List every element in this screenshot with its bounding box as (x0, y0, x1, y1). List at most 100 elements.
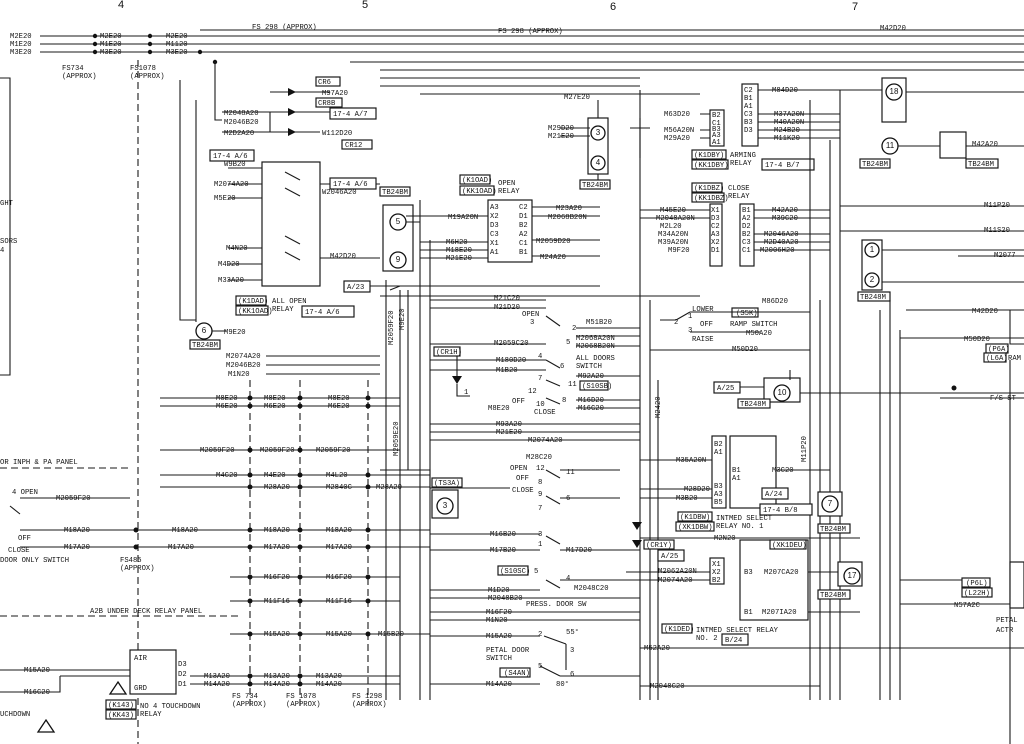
aor-m42d20: M42D20 (330, 253, 356, 261)
crr-pl-4: X2 (711, 239, 720, 247)
lb-m4l20: M4L20 (326, 472, 348, 480)
dos-fs485: FS485(APPROX) (120, 557, 155, 573)
lb-m4e20: M4E20 (264, 472, 286, 480)
ads-pos-5: 5 (566, 339, 570, 347)
ir2-m52a20: M52A20 (644, 645, 670, 653)
aor-w-m2074a20: M2074A20 (226, 353, 261, 361)
column-5: 5 (362, 0, 368, 11)
rt-w-m50d20: M50D20 (964, 336, 990, 344)
dos-m17a20: M17A20 (64, 544, 90, 552)
pa-l22h: (L22H) (964, 590, 990, 598)
aor-w-m9e20: M9E20 (224, 329, 246, 337)
pa-actr: ACTR (996, 627, 1014, 635)
door-only-switch-panel: OR INPH & PA PANEL 4 OPEN M2059F20 OFF C… (0, 459, 155, 573)
ads-below-m93a20: M93A20 (496, 421, 522, 429)
pd-label: PRESS. DOOR SW (526, 601, 587, 609)
vlabel-m2420: M2420 (655, 396, 663, 418)
lb-m13a20-3: M13A20 (316, 673, 342, 681)
crr-pl-5: D1 (711, 247, 720, 255)
vlabel-m2059f20: M2059F20 (388, 310, 396, 345)
col4-wire-1: M2E20 (100, 33, 122, 41)
lb-m4c20: M4C20 (216, 472, 238, 480)
ar-rpin-c3: C3 (744, 111, 753, 119)
ads-w-m16g20: M16G20 (578, 405, 604, 413)
left-wire-2: M1E20 (10, 41, 32, 49)
fs1298-bottom: FS 1298(APPROX) (352, 693, 387, 709)
a2b-panel: A2B UNDER DECK RELAY PANEL AIR GRD D3 D2… (0, 608, 240, 733)
a2b-m16c20: M16C20 (24, 689, 50, 697)
vlabel-m11p20: M11P20 (801, 436, 809, 462)
a2b-air: AIR (134, 655, 148, 663)
ar-pin-b2: B2 (712, 112, 721, 120)
rs-w-m86d20: M86D20 (762, 298, 788, 306)
ir2-xk1deu: (XK1DEU) (772, 542, 807, 550)
pd-pos-7: 7 (538, 505, 542, 513)
left-wire-1: M2E20 (10, 33, 32, 41)
or-pin-c1: C1 (519, 240, 528, 248)
ar-w-m24b20: M24B20 (774, 127, 800, 135)
crr-pr-4: C3 (742, 239, 751, 247)
or-pin-c3: C3 (490, 231, 499, 239)
aor-m5e20: M5E20 (214, 195, 236, 203)
lb-m17a20-1: M17A20 (168, 544, 194, 552)
ir2-ref: B/24 (725, 637, 742, 645)
ar-rpin-b3: B3 (744, 119, 753, 127)
fuse-node-34: 3 4 TB24BM M27E20 M29D20 M21E20 (548, 94, 650, 190)
ir1-tb: TB24BM (820, 526, 846, 534)
crr-pr-0: B1 (742, 207, 751, 215)
ar-ref: 17-4 B/7 (765, 162, 800, 170)
a2b-grd: GRD (134, 685, 147, 693)
lb-m28a20-2: M28A20 (376, 484, 402, 492)
ads-pos-11: 11 (568, 381, 577, 389)
pd-w-m16b20: M16B20 (490, 531, 516, 539)
panel-inph: OR INPH & PA PANEL (0, 459, 78, 467)
crr-w-1: M2048A20N (656, 215, 695, 223)
crr-wr-1: M39C20 (772, 215, 798, 223)
all-open-relay: 17-4 A/6 17-4 A/6 W9B20 M2074A20 M5E20 M… (179, 80, 380, 379)
rs-pin-3: 3 (688, 327, 692, 335)
lb-m2059f20-2: M2059F20 (260, 447, 295, 455)
or-tag: (K1OAD) (462, 177, 492, 185)
ads-pin-1: 1 (464, 389, 468, 397)
or-w-m24a20: M24A20 (540, 254, 566, 262)
rs-w-m50a20: M50A20 (746, 330, 772, 338)
pa-n57a2c: N57A2C (954, 602, 981, 610)
left-edge-1: GHT (0, 200, 14, 208)
or-node-5: 5 (396, 217, 401, 226)
ads-off: OFF (512, 398, 525, 406)
aor-m33a20: M33A20 (218, 277, 244, 285)
ir2-m2048c20: M2048C20 (650, 683, 685, 691)
or-pin-d3: D3 (490, 222, 499, 230)
rs-ref-a25: A/25 (717, 385, 734, 393)
rs-lower: LOWER (692, 306, 714, 314)
ar-pin-b3: B3 (712, 126, 721, 134)
ads-pos-6: 6 (560, 363, 564, 371)
or-pin-b1: B1 (519, 249, 528, 257)
pd-node-3: 3 (443, 501, 448, 510)
lb-m18a20-3: M18A20 (326, 527, 352, 535)
ar-tag2: (KK1DBY) (694, 162, 729, 170)
fs734-bottom: FS 734(APPROX) (232, 693, 267, 709)
crr-pr-1: A2 (742, 215, 751, 223)
rt-l6a: (L6A) (986, 355, 1008, 363)
petal-actr: (P6L) (L22H) N57A2C PETAL ACTR (900, 561, 1024, 635)
or-node-9: 9 (396, 255, 401, 264)
rs-pin-2: 2 (674, 319, 678, 327)
or-tb: TB24BM (382, 189, 408, 197)
ads-w-m92a20: M92A20 (578, 373, 604, 381)
a2b-d3: D3 (178, 661, 187, 669)
pd-tag: (S10SC) (500, 568, 530, 576)
cr-tag: (K1DBZ) (694, 185, 724, 193)
pds-pos-5: 5 (538, 663, 542, 671)
ar-rpin-a1: A1 (744, 103, 753, 111)
pd-off: OFF (516, 475, 529, 483)
crr-pr-5: C1 (742, 247, 751, 255)
ads-w-m51b20: M51B20 (586, 319, 612, 327)
ir1-ref-b8: 17-4 B/8 (763, 507, 798, 515)
lb-m15a20-2: M15A20 (326, 631, 352, 639)
col4b-wire-3: M3E20 (166, 49, 188, 57)
